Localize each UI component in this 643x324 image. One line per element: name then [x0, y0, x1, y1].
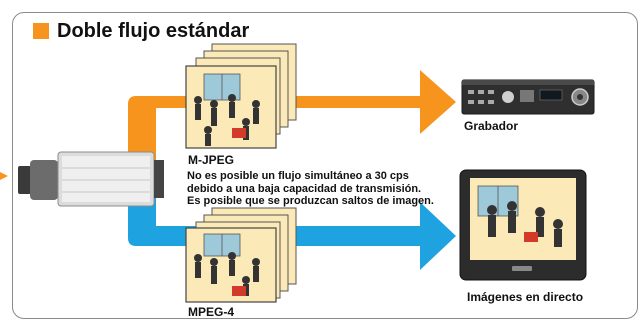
recorder-icon	[461, 79, 595, 115]
live-images-label: Imágenes en directo	[467, 290, 584, 304]
mpeg4-frames	[185, 207, 297, 303]
monitor-icon	[459, 169, 587, 281]
note-line-2: debido a una baja capacidad de transmisi…	[187, 182, 422, 195]
incoming-arrow-tip	[0, 172, 8, 180]
transmission-note: No es posible un flujo simultáneo a 30 c…	[187, 170, 487, 208]
mjpeg-frames	[185, 43, 297, 149]
title-square-icon	[33, 23, 49, 39]
note-line-3: Es posible que se produzcan saltos de im…	[187, 195, 434, 207]
note-line-1: No es posible un flujo simultáneo a 30 c…	[187, 170, 409, 182]
camera-icon	[18, 151, 164, 207]
mpeg4-label: MPEG-4	[188, 305, 235, 319]
diagram-title: Doble flujo estándar	[57, 20, 250, 42]
mjpeg-label: M-JPEG	[188, 153, 235, 167]
recorder-label: Grabador	[464, 119, 519, 133]
